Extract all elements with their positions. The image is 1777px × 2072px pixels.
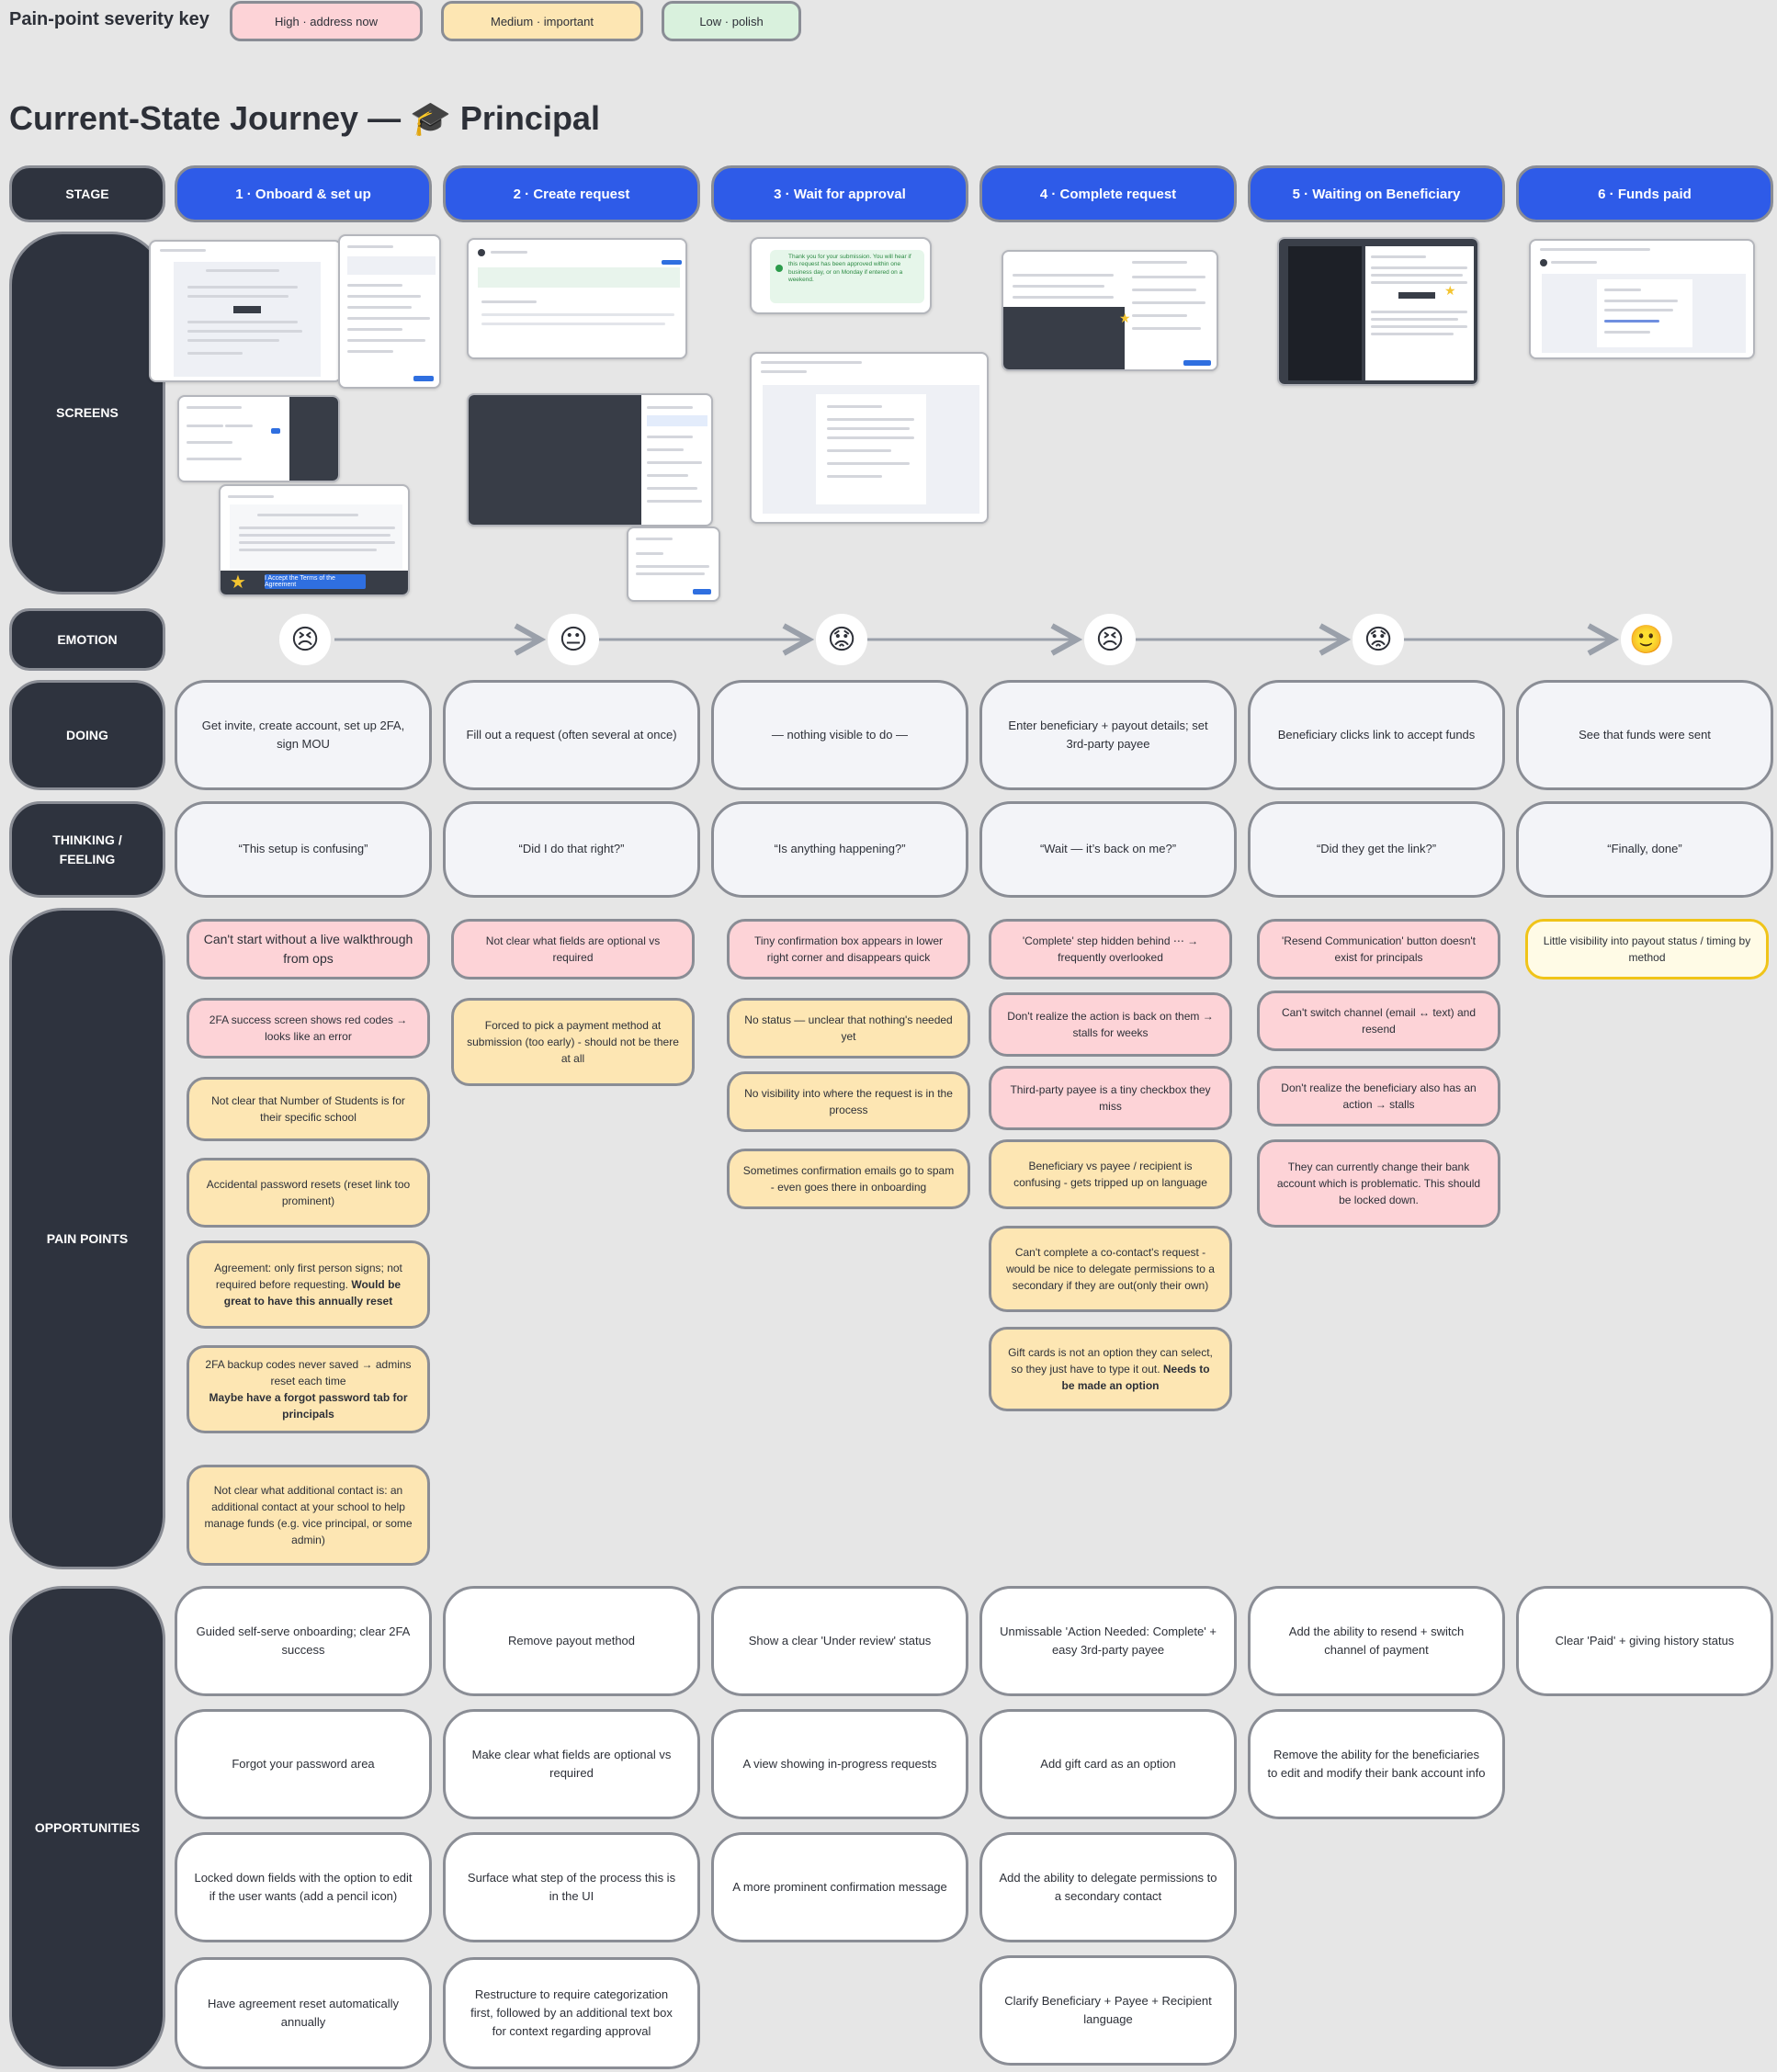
opp-2-2: Make clear what fields are optional vs r… (443, 1709, 700, 1819)
legend-high-chip: High · address now (230, 1, 423, 41)
emotion-stage-6: 🙂 (1621, 614, 1672, 665)
legend-low-chip: Low · polish (662, 1, 801, 41)
pain-3-3: No visibility into where the request is … (727, 1071, 970, 1132)
opp-4-4: Clarify Beneficiary + Payee + Recipient … (979, 1955, 1237, 2066)
row-label-stage: STAGE (9, 165, 165, 222)
thinking-stage-4: “Wait — it’s back on me?” (979, 801, 1237, 898)
pain-1-1: Can't start without a live walkthrough f… (187, 919, 430, 979)
accept-terms-button: I Accept the Terms of the Agreement (265, 574, 366, 589)
doing-stage-6: See that funds were sent (1516, 680, 1773, 790)
opp-5-2: Remove the ability for the beneficiaries… (1248, 1709, 1505, 1819)
pain-1-2: 2FA success screen shows red codes → loo… (187, 998, 430, 1059)
confirmation-message: Thank you for your submission. You will … (770, 250, 924, 303)
opp-2-3: Surface what step of the process this is… (443, 1832, 700, 1942)
screen-request-list (467, 238, 687, 359)
opp-4-3: Add the ability to delegate permissions … (979, 1832, 1237, 1942)
pain-1-7: Not clear what additional contact is: an… (187, 1465, 430, 1566)
check-icon (775, 265, 783, 272)
pain-4-2: Don't realize the action is back on them… (989, 992, 1232, 1057)
opp-3-3: A more prominent confirmation message (711, 1832, 968, 1942)
stage-5: 5 · Waiting on Beneficiary (1248, 165, 1505, 222)
pain-5-4: They can currently change their bank acc… (1257, 1139, 1500, 1228)
star-icon: ★ (1119, 311, 1131, 325)
emotion-stage-3: 😟 (816, 614, 867, 665)
screen-approval-email (750, 352, 989, 524)
opp-3-1: Show a clear 'Under review' status (711, 1586, 968, 1696)
pain-4-4: Beneficiary vs payee / recipient is conf… (989, 1139, 1232, 1209)
pain-1-3: Not clear that Number of Students is for… (187, 1077, 430, 1141)
thinking-stage-3: “Is anything happening?” (711, 801, 968, 898)
stage-4: 4 · Complete request (979, 165, 1237, 222)
screen-beneficiary-email: ★ (1277, 237, 1479, 386)
thinking-stage-2: “Did I do that right?” (443, 801, 700, 898)
opp-3-2: A view showing in-progress requests (711, 1709, 968, 1819)
pain-5-3: Don't realize the beneficiary also has a… (1257, 1066, 1500, 1127)
opp-1-2: Forgot your password area (175, 1709, 432, 1819)
screen-agreement: I Accept the Terms of the Agreement ★ (219, 484, 410, 596)
pain-4-5: Can't complete a co-contact's request - … (989, 1226, 1232, 1312)
opp-4-1: Unmissable 'Action Needed: Complete' + e… (979, 1586, 1237, 1696)
legend-title: Pain-point severity key (9, 9, 209, 29)
row-label-pain-points: PAIN POINTS (9, 908, 165, 1569)
pain-4-1: 'Complete' step hidden behind ⋯ → freque… (989, 919, 1232, 979)
doing-stage-5: Beneficiary clicks link to accept funds (1248, 680, 1505, 790)
row-label-thinking: THINKING / FEELING (9, 801, 165, 898)
pain-2-2: Forced to pick a payment method at submi… (451, 998, 695, 1086)
screen-funds-sent-email (1529, 239, 1755, 359)
opp-1-4: Have agreement reset automatically annua… (175, 1957, 432, 2069)
emotion-stage-5: 😟 (1353, 614, 1404, 665)
pain-3-2: No status — unclear that nothing's neede… (727, 998, 970, 1059)
star-icon: ★ (230, 572, 246, 593)
page-title: Current-State Journey — 🎓 Principal (9, 99, 600, 137)
opp-1-1: Guided self-serve onboarding; clear 2FA … (175, 1586, 432, 1696)
pain-1-4: Accidental password resets (reset link t… (187, 1158, 430, 1228)
opp-5-1: Add the ability to resend + switch chann… (1248, 1586, 1505, 1696)
emotion-stage-1: 😣 (279, 614, 331, 665)
pain-4-6: Gift cards is not an option they can sel… (989, 1327, 1232, 1411)
pain-1-5: Agreement: only first person signs; not … (187, 1240, 430, 1329)
pain-1-6: 2FA backup codes never saved → admins re… (187, 1345, 430, 1433)
opp-4-2: Add gift card as an option (979, 1709, 1237, 1819)
stage-1: 1 · Onboard & set up (175, 165, 432, 222)
stage-3: 3 · Wait for approval (711, 165, 968, 222)
doing-stage-3: — nothing visible to do — (711, 680, 968, 790)
legend-medium-chip: Medium · important (441, 1, 643, 41)
row-label-emotion: EMOTION (9, 608, 165, 671)
stage-2: 2 · Create request (443, 165, 700, 222)
emotion-stage-4: 😣 (1084, 614, 1136, 665)
star-icon: ★ (1444, 283, 1456, 298)
opp-2-4: Restructure to require categorization fi… (443, 1957, 700, 2069)
doing-stage-1: Get invite, create account, set up 2FA, … (175, 680, 432, 790)
thinking-stage-6: “Finally, done” (1516, 801, 1773, 898)
emotion-stage-2: 😐 (548, 614, 599, 665)
thinking-stage-1: “This setup is confusing” (175, 801, 432, 898)
screen-account-setup (338, 234, 441, 389)
pain-5-2: Can't switch channel (email ↔ text) and … (1257, 991, 1500, 1051)
screen-complete-request: ★ (1002, 250, 1218, 371)
screen-confirmation-toast: Thank you for your submission. You will … (750, 237, 932, 314)
stage-6: 6 · Funds paid (1516, 165, 1773, 222)
opp-6-1: Clear 'Paid' + giving history status (1516, 1586, 1773, 1696)
doing-stage-2: Fill out a request (often several at onc… (443, 680, 700, 790)
row-label-opportunities: OPPORTUNITIES (9, 1586, 165, 2069)
pain-6-1: Little visibility into payout status / t… (1525, 919, 1769, 979)
doing-stage-4: Enter beneficiary + payout details; set … (979, 680, 1237, 790)
screen-welcome-email (149, 240, 342, 382)
pain-5-1: 'Resend Communication' button doesn't ex… (1257, 919, 1500, 979)
pain-2-1: Not clear what fields are optional vs re… (451, 919, 695, 979)
opp-1-3: Locked down fields with the option to ed… (175, 1832, 432, 1942)
pain-3-4: Sometimes confirmation emails go to spam… (727, 1149, 970, 1209)
pain-3-1: Tiny confirmation box appears in lower r… (727, 919, 970, 979)
screen-request-form (467, 393, 713, 526)
opp-2-1: Remove payout method (443, 1586, 700, 1696)
screen-request-dialog (627, 526, 720, 602)
row-label-screens: SCREENS (9, 232, 165, 594)
row-label-doing: DOING (9, 680, 165, 790)
screen-2fa-setup (177, 395, 340, 482)
pain-4-3: Third-party payee is a tiny checkbox the… (989, 1066, 1232, 1130)
thinking-stage-5: “Did they get the link?” (1248, 801, 1505, 898)
